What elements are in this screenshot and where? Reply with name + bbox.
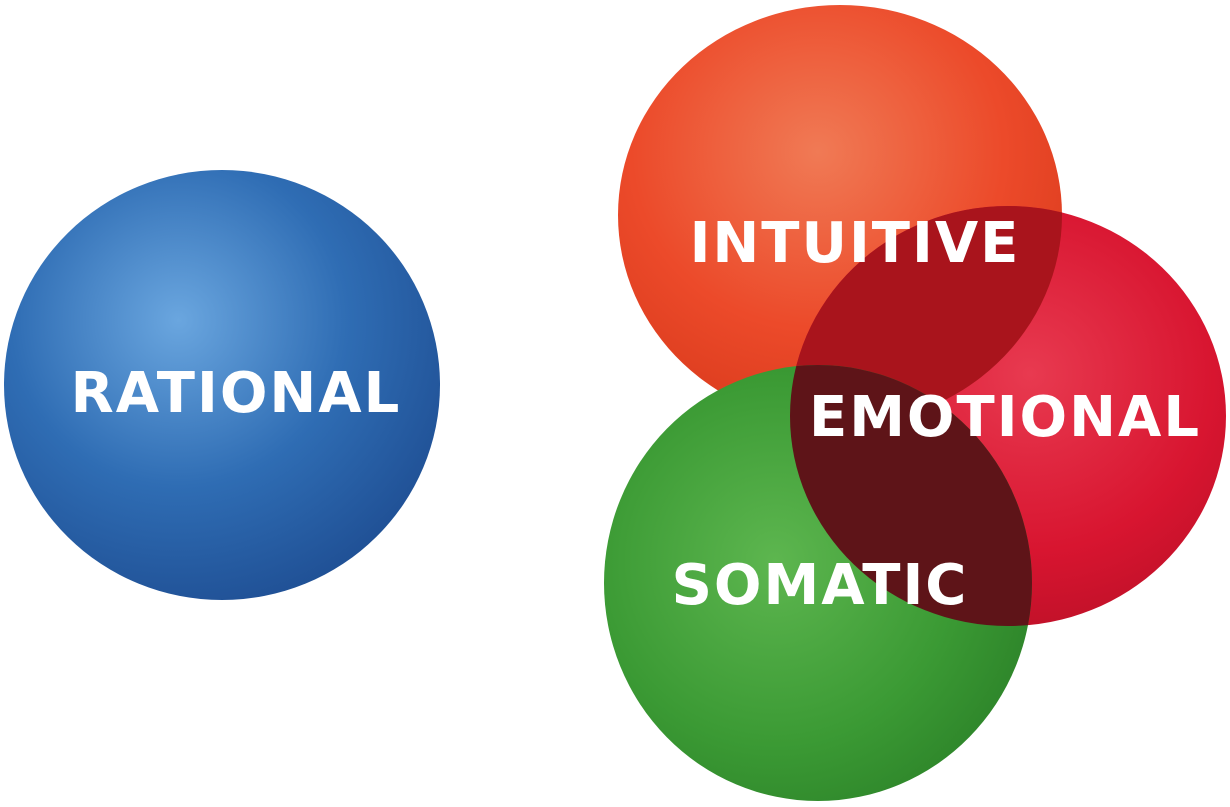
emotional-label: EMOTIONAL — [809, 385, 1201, 450]
rational-circle: RATIONAL — [4, 170, 440, 600]
rational-label: RATIONAL — [71, 361, 402, 426]
rational-circle-shape — [4, 170, 440, 600]
somatic-label: SOMATIC — [672, 553, 969, 618]
intuitive-label: INTUITIVE — [690, 211, 1021, 276]
